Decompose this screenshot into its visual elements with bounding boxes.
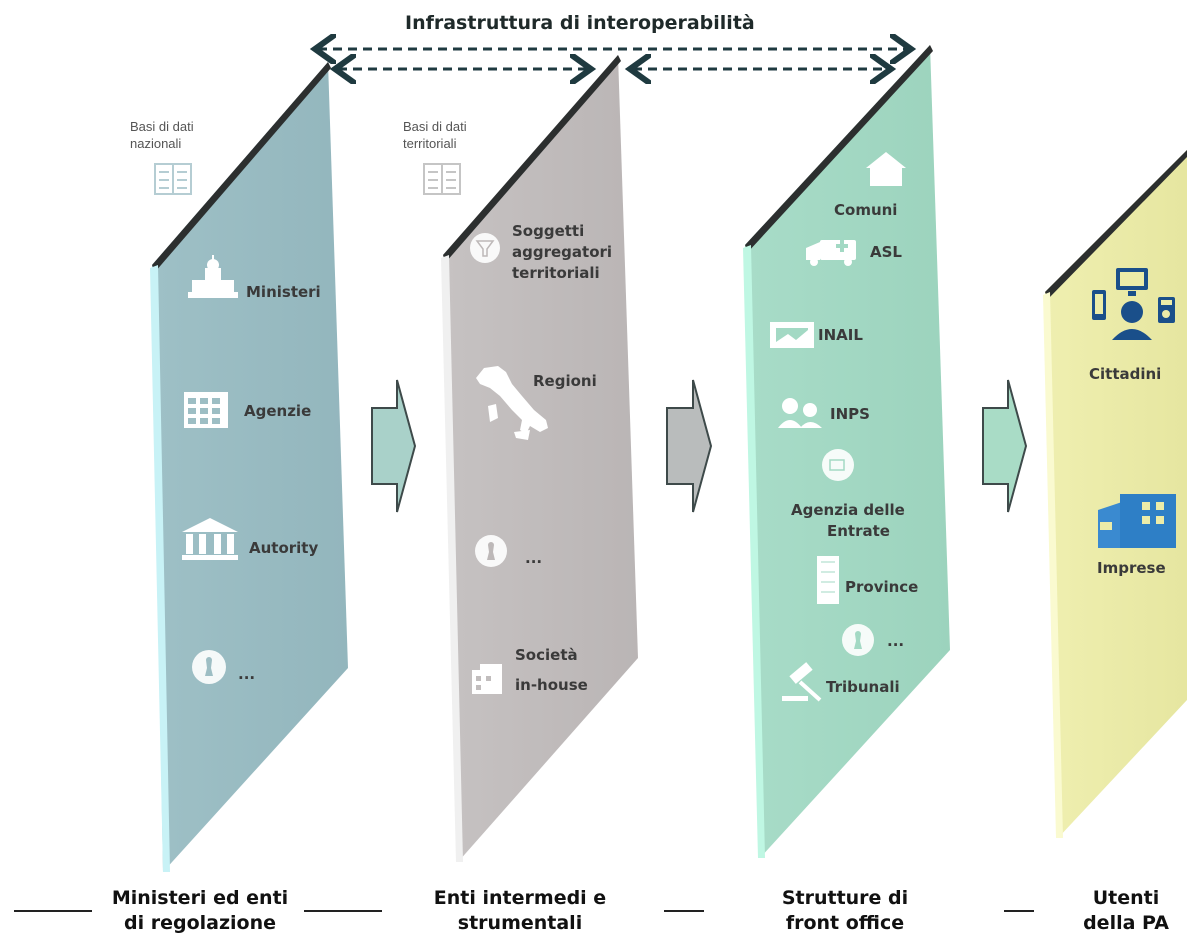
flow-arrow-2 [666,379,713,513]
label-asl: ASL [870,243,902,261]
footer-enti-line1: Enti intermedi e [433,887,607,909]
db-label-territoriali-line2: territoriali [403,136,457,151]
database-icon [423,163,461,195]
footer-enti-line2: strumentali [457,912,583,934]
institution-icon [182,518,238,560]
diagram-title: Infrastruttura di interoperabilità [405,12,755,34]
label-ellipsis: ... [887,632,905,650]
chess-pawn-icon [842,624,874,656]
label-agenzie: Agenzie [244,402,312,420]
footer-front-office-line2: front office [785,912,905,934]
label-soggetti: Soggetti [512,222,585,240]
label-agenzia-entrate-line1: Agenzia delle [791,501,905,519]
footer-ministeri-line2: di regolazione [123,912,276,934]
users-icon [778,398,822,428]
label-ellipsis: ... [525,549,543,567]
db-label-territoriali-line1: Basi di dati [403,119,467,134]
footer-underline [664,910,704,912]
label-autority: Autority [249,539,319,557]
label-tribunali: Tribunali [826,678,900,696]
home-icon [866,152,906,186]
label-territoriali: territoriali [512,264,600,282]
footer-underline [304,910,382,912]
footer-underline [1004,910,1034,912]
label-comuni: Comuni [834,201,898,219]
db-label-nazionali-line2: nazionali [130,136,182,151]
panel-ministeri [150,62,348,872]
money-icon [770,322,814,348]
chess-pawn-icon [475,535,507,567]
person-icon [1112,301,1152,340]
filter-icon [470,233,500,263]
capitol-icon [188,255,238,298]
label-cittadini: Cittadini [1089,365,1162,383]
flow-arrow-3 [982,379,1028,513]
footer-ministeri-line1: Ministeri ed enti [111,887,289,909]
label-in-house: in-house [515,676,588,694]
house-building-icon [472,664,502,694]
office-building-icon [184,392,228,428]
tower-building-icon [817,556,839,604]
music-player-icon [1158,297,1175,323]
label-ministeri: Ministeri [246,283,321,301]
gavel-icon [782,662,822,702]
italy-map-icon [476,366,548,440]
database-icon [154,163,192,195]
label-aggregatori: aggregatori [512,243,613,261]
panel-front-office [743,45,950,858]
tax-agency-icon [822,449,854,481]
panel-enti-intermedi [441,55,638,862]
flow-arrow-1 [371,379,417,513]
label-imprese: Imprese [1097,559,1166,577]
label-agenzia-entrate-line2: Entrate [827,522,890,540]
footer-underline [14,910,92,912]
db-label-nazionali-line1: Basi di dati [130,119,194,134]
interop-arrows [318,49,908,69]
label-inps: INPS [830,405,870,423]
footer-utenti-line2: della PA [1083,912,1169,934]
label-province: Province [845,578,919,596]
label-regioni: Regioni [533,372,597,390]
ambulance-icon [806,240,856,266]
label-societa: Società [515,646,578,664]
footer-utenti-line1: Utenti [1092,887,1160,909]
phone-icon [1092,290,1106,320]
factory-icon [1098,494,1176,548]
panel-utenti [1043,150,1187,838]
chess-pawn-icon [192,650,226,684]
monitor-icon [1116,268,1148,296]
label-ellipsis: ... [238,665,256,683]
footer-front-office-line1: Strutture di [781,887,909,909]
label-inail: INAIL [818,326,863,344]
